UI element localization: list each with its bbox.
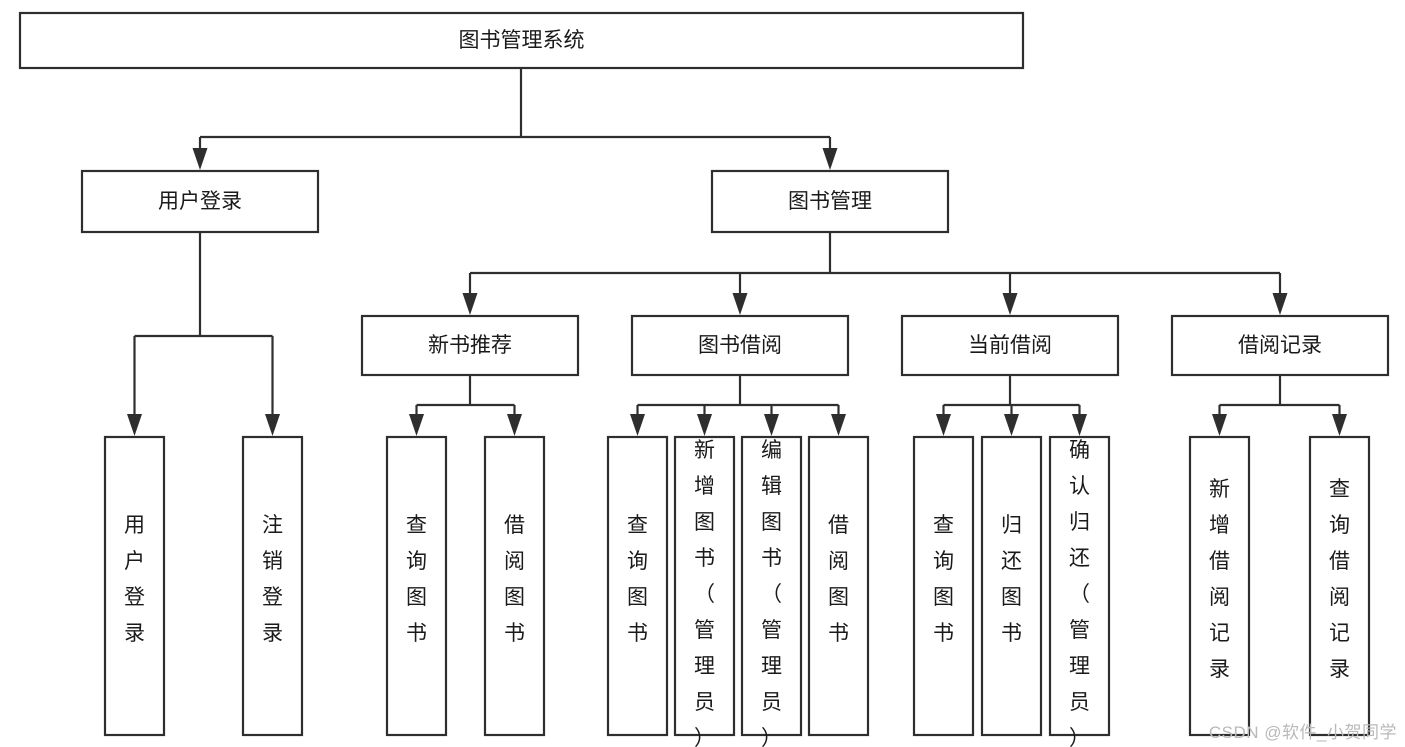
edge-root-l2: [192, 68, 838, 170]
node-box-leaf-borrow-book-2[interactable]: [807, 435, 870, 737]
node-leaf-query-book-3[interactable]: 查询图书: [912, 435, 975, 737]
node-label-leaf-confirm-return: 确认归还（管理员）: [1069, 439, 1090, 747]
node-label-root: 图书管理系统: [459, 29, 585, 52]
node-box-leaf-edit-book[interactable]: [740, 435, 803, 737]
edge-borrow-record-leaves: [1212, 375, 1347, 436]
node-box-leaf-confirm-return[interactable]: [1048, 435, 1111, 737]
node-book-manage[interactable]: 图书管理: [710, 169, 950, 234]
nodes-layer: 图书管理系统用户登录图书管理新书推荐图书借阅当前借阅借阅记录用户登录注销登录查询…: [18, 11, 1390, 747]
node-box-leaf-query-book-1[interactable]: [385, 435, 448, 737]
node-leaf-add-book[interactable]: 新增图书（管理员）: [673, 435, 736, 747]
edge-new-book-rec-leaves: [409, 375, 522, 436]
node-root[interactable]: 图书管理系统: [18, 11, 1025, 70]
node-box-borrow-record[interactable]: [1170, 314, 1390, 377]
node-book-borrow[interactable]: 图书借阅: [630, 314, 850, 377]
node-leaf-query-book-2[interactable]: 查询图书: [606, 435, 669, 737]
node-label-leaf-add-record: 新增借阅记录: [1209, 478, 1230, 681]
node-box-leaf-query-book-3[interactable]: [912, 435, 975, 737]
node-new-book-rec[interactable]: 新书推荐: [360, 314, 580, 377]
node-label-leaf-logout-login: 注销登录: [262, 514, 283, 645]
node-box-leaf-user-login[interactable]: [103, 435, 166, 737]
node-borrow-record[interactable]: 借阅记录: [1170, 314, 1390, 377]
node-label-leaf-borrow-book-1: 借阅图书: [504, 514, 525, 645]
node-user-login[interactable]: 用户登录: [80, 169, 320, 234]
edge-book-borrow-leaves: [630, 375, 846, 436]
node-label-leaf-add-book: 新增图书（管理员）: [694, 439, 715, 747]
node-label-leaf-return-book: 归还图书: [1001, 514, 1022, 645]
node-label-leaf-query-book-1: 查询图书: [406, 514, 427, 645]
node-current-borrow[interactable]: 当前借阅: [900, 314, 1120, 377]
node-label-new-book-rec: 新书推荐: [428, 334, 512, 357]
node-box-leaf-add-book[interactable]: [673, 435, 736, 737]
node-label-borrow-record: 借阅记录: [1238, 334, 1322, 357]
node-box-user-login[interactable]: [80, 169, 320, 234]
node-leaf-logout-login[interactable]: 注销登录: [241, 435, 304, 737]
node-label-book-manage: 图书管理: [788, 190, 872, 213]
node-box-book-manage[interactable]: [710, 169, 950, 234]
node-box-leaf-borrow-book-1[interactable]: [483, 435, 546, 737]
node-label-leaf-query-book-2: 查询图书: [627, 514, 648, 645]
node-leaf-confirm-return[interactable]: 确认归还（管理员）: [1048, 435, 1111, 747]
edges-layer: [127, 68, 1347, 436]
node-leaf-return-book[interactable]: 归还图书: [980, 435, 1043, 737]
node-box-leaf-query-record[interactable]: [1308, 435, 1371, 737]
edge-current-borrow-leaves: [936, 375, 1087, 436]
node-label-leaf-user-login: 用户登录: [124, 514, 145, 645]
node-leaf-borrow-book-1[interactable]: 借阅图书: [483, 435, 546, 737]
node-label-leaf-borrow-book-2: 借阅图书: [828, 514, 849, 645]
node-box-leaf-add-record[interactable]: [1188, 435, 1251, 737]
node-leaf-user-login[interactable]: 用户登录: [103, 435, 166, 737]
node-leaf-add-record[interactable]: 新增借阅记录: [1188, 435, 1251, 737]
csdn-watermark: CSDN @软件_小贺同学: [1208, 723, 1397, 742]
node-label-leaf-edit-book: 编辑图书（管理员）: [761, 439, 782, 747]
node-label-current-borrow: 当前借阅: [968, 334, 1052, 357]
node-box-leaf-logout-login[interactable]: [241, 435, 304, 737]
edge-book-manage-l3: [462, 232, 1288, 315]
node-box-book-borrow[interactable]: [630, 314, 850, 377]
node-leaf-query-record[interactable]: 查询借阅记录: [1308, 435, 1371, 737]
edge-user-login-leaves: [127, 232, 280, 436]
node-box-root[interactable]: [18, 11, 1025, 70]
node-label-user-login: 用户登录: [158, 190, 242, 213]
node-label-leaf-query-record: 查询借阅记录: [1329, 478, 1350, 681]
node-box-new-book-rec[interactable]: [360, 314, 580, 377]
node-label-book-borrow: 图书借阅: [698, 334, 782, 357]
node-box-current-borrow[interactable]: [900, 314, 1120, 377]
node-leaf-edit-book[interactable]: 编辑图书（管理员）: [740, 435, 803, 747]
node-box-leaf-query-book-2[interactable]: [606, 435, 669, 737]
node-label-leaf-query-book-3: 查询图书: [933, 514, 954, 645]
node-leaf-borrow-book-2[interactable]: 借阅图书: [807, 435, 870, 737]
node-leaf-query-book-1[interactable]: 查询图书: [385, 435, 448, 737]
node-box-leaf-return-book[interactable]: [980, 435, 1043, 737]
